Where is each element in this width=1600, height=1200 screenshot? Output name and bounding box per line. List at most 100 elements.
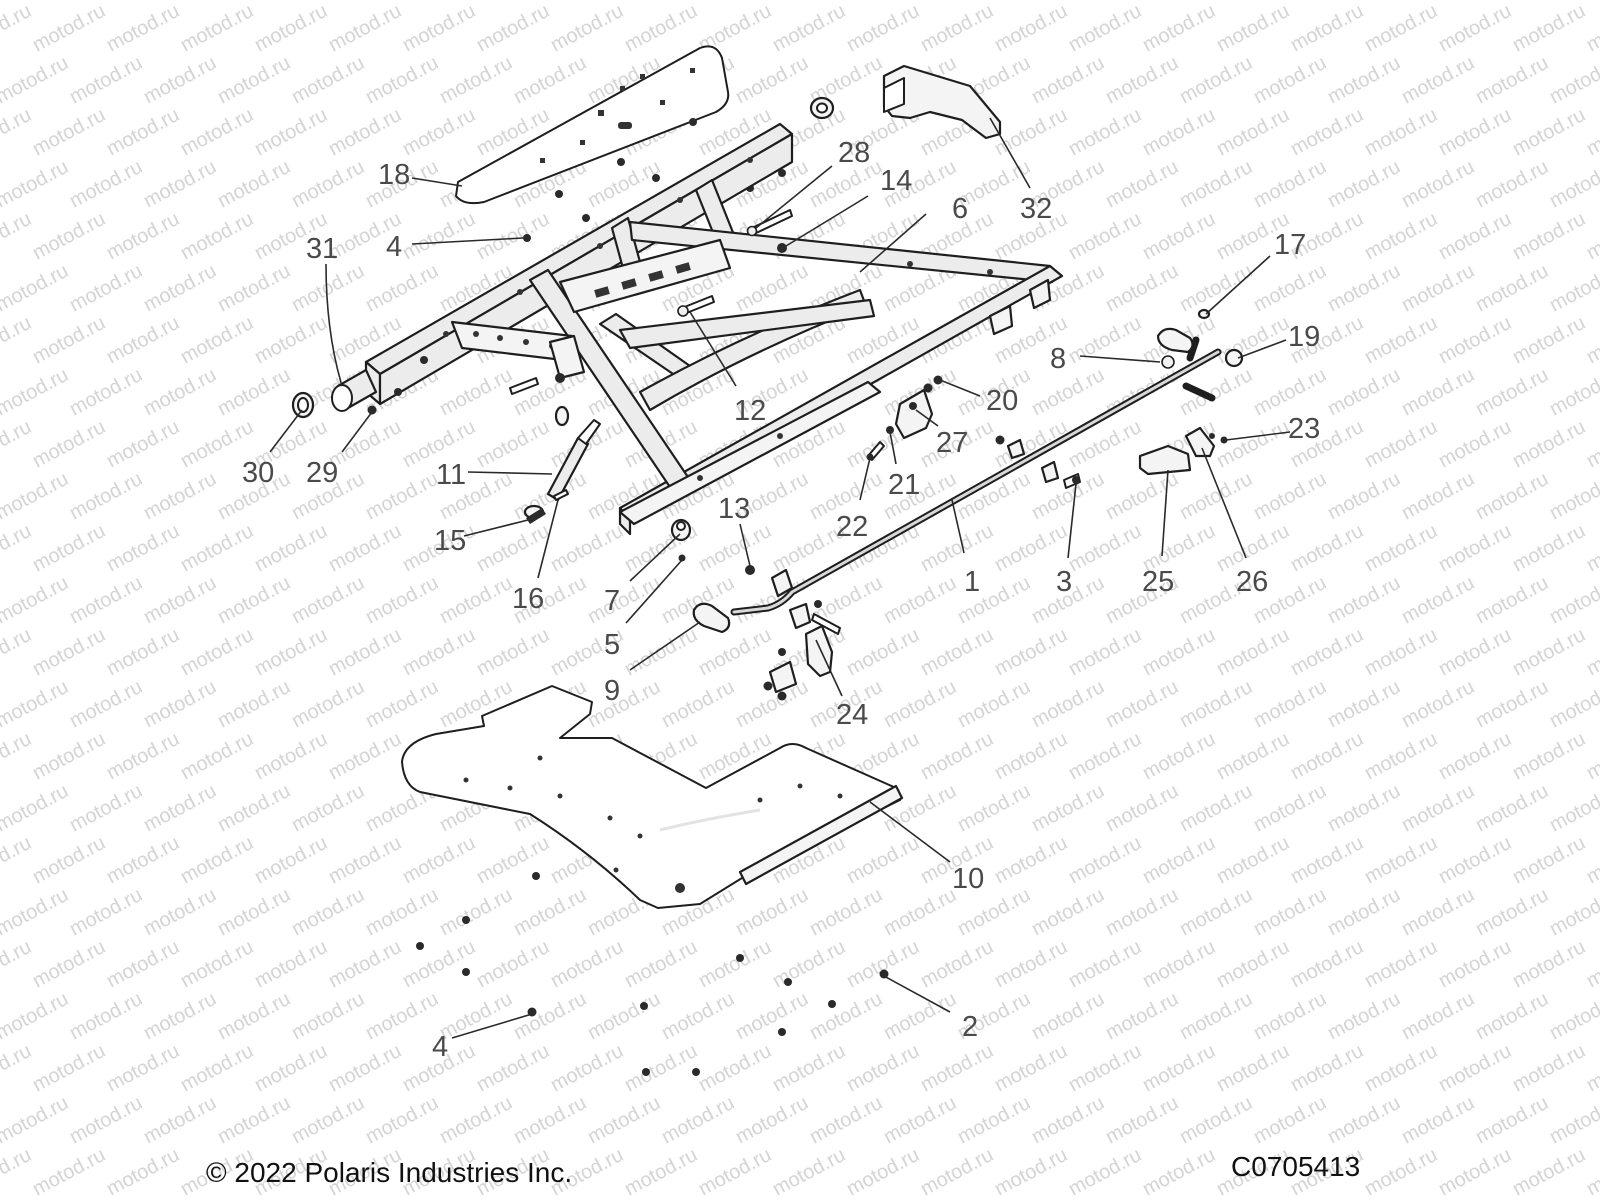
callout-3: 3 [1056,566,1072,598]
watermark-text: motod.ru [1065,520,1145,576]
watermark-text: motod.ru [362,1092,442,1148]
watermark-text: motod.ru [1509,728,1589,784]
watermark-text: motod.ru [140,884,220,940]
watermark-text: motod.ru [0,468,72,524]
watermark-text: motod.ru [806,884,886,940]
watermark-text: motod.ru [140,780,220,836]
watermark-text: motod.ru [251,1040,331,1096]
watermark-text: motod.ru [1472,52,1552,108]
watermark-text: motod.ru [1213,312,1293,368]
watermark-text: motod.ru [1139,1144,1219,1200]
watermark-text: motod.ru [1583,936,1600,992]
watermark-text: motod.ru [1361,936,1441,992]
watermark-text: motod.ru [140,988,220,1044]
watermark-text: motod.ru [103,416,183,472]
part-29-bolt [367,356,428,415]
watermark-text: motod.ru [0,208,35,264]
part-sway-bracket-left [770,568,841,635]
part-6-main-frame [364,122,1064,536]
watermark-text: motod.ru [1583,1144,1600,1200]
watermark-text: motod.ru [1324,260,1404,316]
watermark-text: motod.ru [66,52,146,108]
watermark-text: motod.ru [1398,364,1478,420]
watermark-text: motod.ru [0,936,35,992]
watermark-text: motod.ru [0,1092,72,1148]
watermark-text: motod.ru [621,624,701,680]
watermark-text: motod.ru [29,936,109,992]
watermark-text: motod.ru [1176,676,1256,732]
watermark-text: motod.ru [436,364,516,420]
watermark-text: motod.ru [1472,572,1552,628]
watermark-text: motod.ru [695,1040,775,1096]
watermark-text: motod.ru [1435,208,1515,264]
watermark-text: motod.ru [1028,364,1108,420]
watermark-text: motod.ru [0,884,72,940]
watermark-text: motod.ru [1435,1040,1515,1096]
part-2-fasteners [416,872,889,1076]
watermark-text: motod.ru [547,0,627,56]
callout-11: 11 [436,459,466,491]
watermark-text: motod.ru [103,520,183,576]
callout-10: 10 [952,863,984,895]
watermark-text: motod.ru [917,1144,997,1200]
watermark-text: motod.ru [325,728,405,784]
watermark-text: motod.ru [0,1040,35,1096]
watermark-text: motod.ru [399,208,479,264]
watermark-text: motod.ru [1546,988,1600,1044]
watermark-text: motod.ru [103,0,183,56]
watermark-text: motod.ru [1509,624,1589,680]
watermark-text: motod.ru [954,676,1034,732]
watermark-text: motod.ru [0,572,72,628]
watermark-text: motod.ru [1472,364,1552,420]
watermark-text: motod.ru [251,104,331,160]
watermark-text: motod.ru [29,520,109,576]
watermark-text: motod.ru [880,1092,960,1148]
watermark-text: motod.ru [177,312,257,368]
watermark-text: motod.ru [1028,0,1108,4]
watermark-text: motod.ru [1065,624,1145,680]
watermark-text: motod.ru [843,1040,923,1096]
watermark-text: motod.ru [362,468,442,524]
watermark-text: motod.ru [0,676,72,732]
watermark-text: motod.ru [1361,1144,1441,1200]
watermark-text: motod.ru [917,728,997,784]
callout-29: 29 [306,457,338,489]
watermark-text: motod.ru [1546,156,1600,212]
watermark-text: motod.ru [140,260,220,316]
watermark-text: motod.ru [1509,312,1589,368]
watermark-text: motod.ru [917,1040,997,1096]
watermark-text: motod.ru [991,832,1071,888]
watermark-text: motod.ru [1176,1092,1256,1148]
watermark-text: motod.ru [362,0,442,4]
callout-28: 28 [838,137,870,169]
watermark-text: motod.ru [399,104,479,160]
watermark-text: motod.ru [362,52,442,108]
watermark-text: motod.ru [843,832,923,888]
watermark-text: motod.ru [880,0,960,4]
callout-25: 25 [1142,566,1174,598]
watermark-text: motod.ru [325,624,405,680]
watermark-text: motod.ru [103,832,183,888]
watermark-text: motod.ru [1287,0,1367,56]
watermark-text: motod.ru [1361,104,1441,160]
watermark-text: motod.ru [1435,936,1515,992]
watermark-text: motod.ru [0,520,35,576]
watermark-text: motod.ru [288,988,368,1044]
watermark-text: motod.ru [325,520,405,576]
watermark-text: motod.ru [1361,520,1441,576]
watermark-text: motod.ru [66,884,146,940]
part-7-bushing [670,518,692,542]
watermark-text: motod.ru [473,1040,553,1096]
watermark-text: motod.ru [1324,0,1404,4]
watermark-text: motod.ru [66,780,146,836]
watermark-text: motod.ru [621,936,701,992]
watermark-text: motod.ru [177,1040,257,1096]
watermark-text: motod.ru [362,884,442,940]
watermark-text: motod.ru [1398,0,1478,4]
watermark-text: motod.ru [103,208,183,264]
watermark-text: motod.ru [510,52,590,108]
watermark-text: motod.ru [1139,832,1219,888]
part-17-nut [1197,308,1211,320]
callout-labels: 1 2 3 4 4 5 6 7 8 9 10 11 12 13 14 15 16… [242,137,1320,1063]
